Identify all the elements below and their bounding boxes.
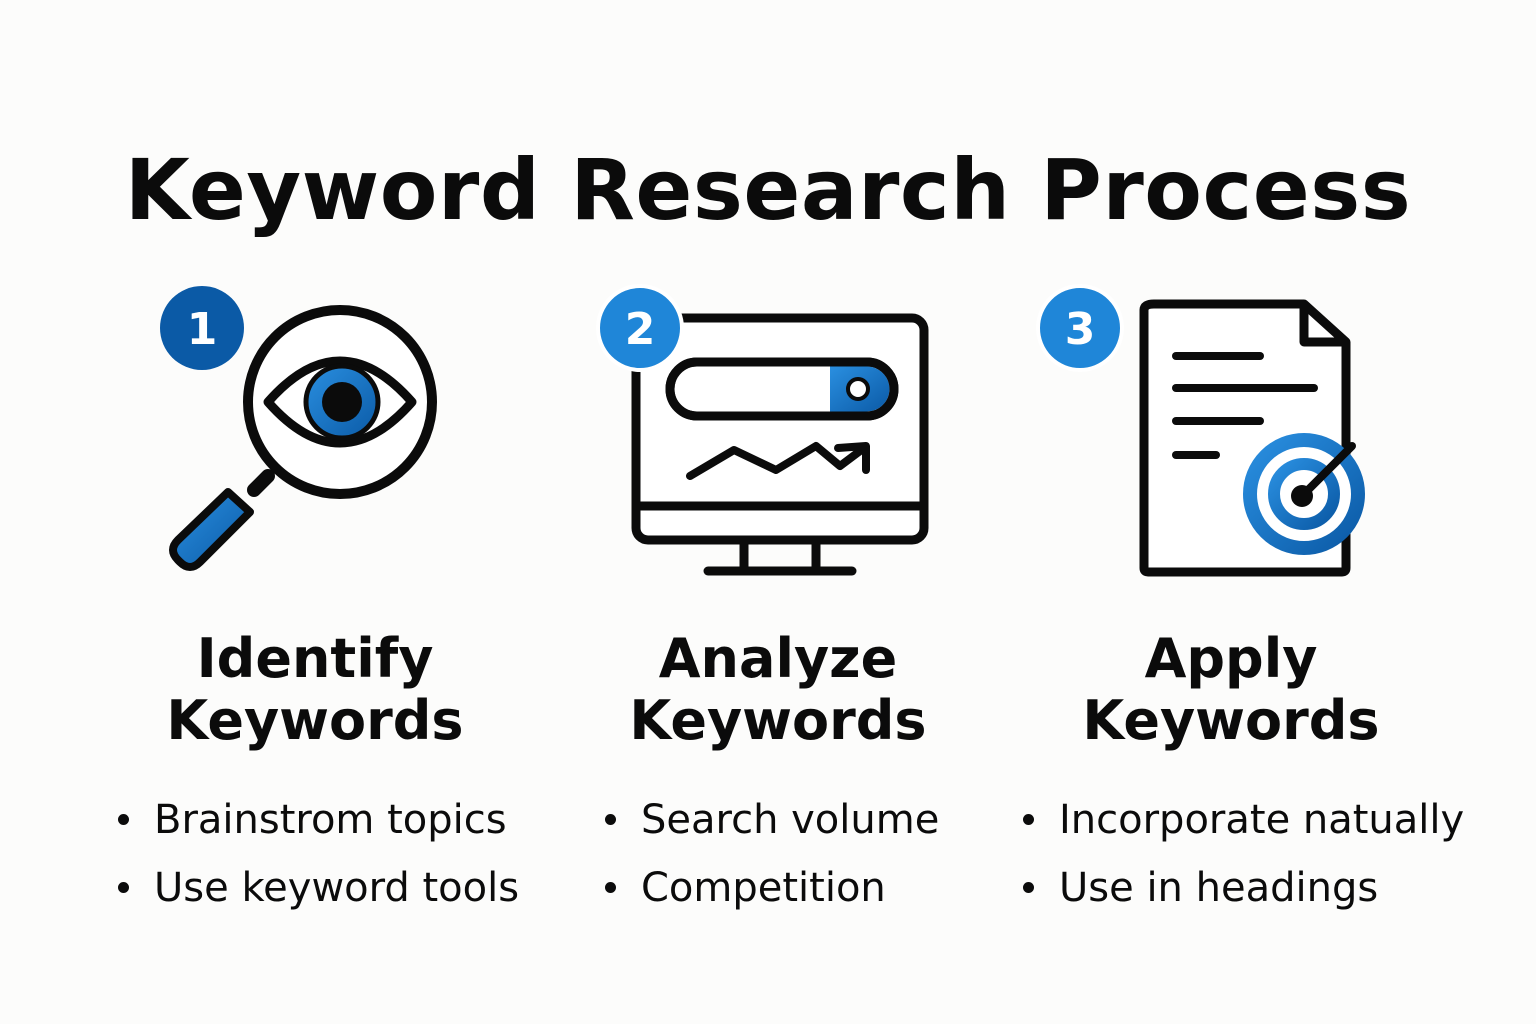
- magnifier-eye-icon: 1: [160, 286, 437, 571]
- bullet-item: Incorporate natually: [1021, 786, 1464, 854]
- bullet-item: Brainstrom topics: [116, 786, 519, 854]
- step-title-identify: Identify Keywords: [85, 628, 545, 752]
- step-number: 2: [625, 304, 656, 355]
- bullet-list-apply: Incorporate natually Use in headings: [1021, 786, 1464, 922]
- step-title-line: Keywords: [166, 689, 464, 752]
- bullet-item: Search volume: [603, 786, 939, 854]
- magnifier-handle: [169, 469, 275, 571]
- step-title-analyze: Analyze Keywords: [548, 628, 1008, 752]
- trend-line: [686, 442, 870, 480]
- step-title-line: Apply: [1144, 627, 1318, 690]
- bullet-list-analyze: Search volume Competition: [603, 786, 939, 922]
- step-title-line: Keywords: [1082, 689, 1380, 752]
- bullet-item: Competition: [603, 854, 939, 922]
- bullet-item: Use in headings: [1021, 854, 1464, 922]
- document-target-icon: 3: [1036, 284, 1365, 577]
- step-title-apply: Apply Keywords: [1001, 628, 1461, 752]
- step-title-line: Identify: [196, 627, 434, 690]
- page-title: Keyword Research Process: [124, 141, 1412, 240]
- step-badge-3: 3: [1036, 284, 1124, 372]
- bullet-list-identify: Brainstrom topics Use keyword tools: [116, 786, 519, 922]
- monitor-frame: [631, 313, 929, 576]
- step-title-line: Keywords: [629, 689, 927, 752]
- search-bar: [665, 357, 899, 421]
- bullet-item: Use keyword tools: [116, 854, 519, 922]
- eye-shape: [263, 356, 417, 448]
- step-number: 1: [187, 304, 218, 355]
- monitor-search-chart-icon: 2: [596, 284, 929, 576]
- step-number: 3: [1065, 304, 1096, 355]
- step-badge-1: 1: [160, 286, 244, 370]
- document-lines: [1172, 352, 1318, 459]
- step-badge-2: 2: [596, 284, 684, 372]
- target-icon: [1243, 433, 1365, 555]
- step-title-line: Analyze: [658, 627, 898, 690]
